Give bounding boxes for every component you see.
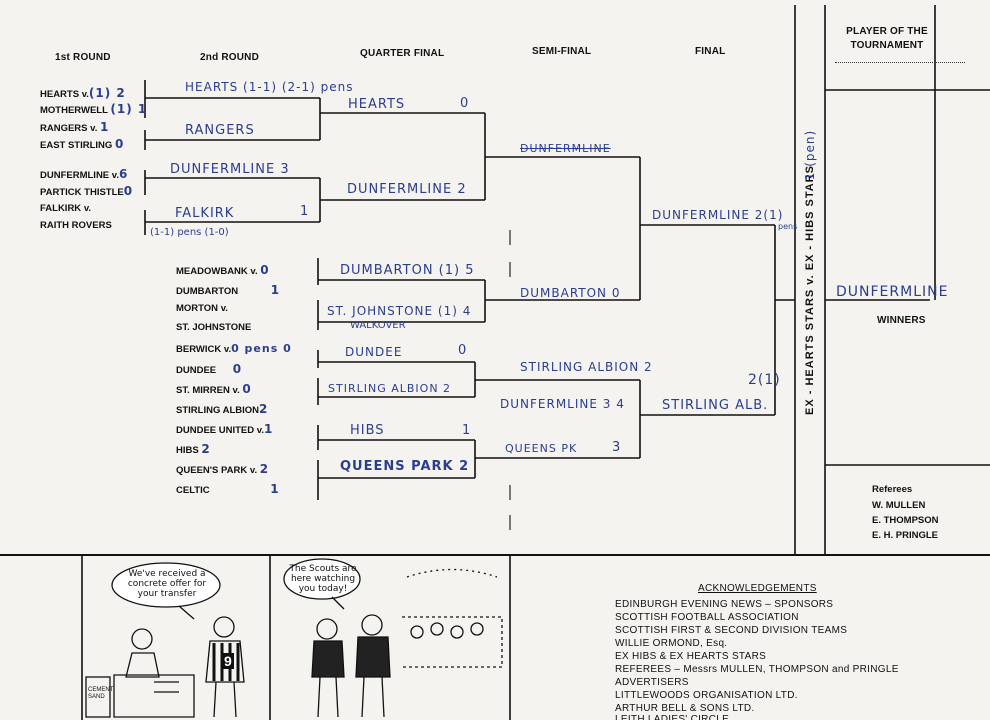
r2-team-8: STIRLING ALBION2 <box>176 402 269 416</box>
r2-winner-4-score: 1 <box>300 204 310 219</box>
final-1: DUNFERMLINE 2(1) <box>652 208 784 222</box>
r2-team-12: CELTIC 1 <box>176 482 280 496</box>
qf-2: DUNFERMLINE 2 <box>347 182 467 197</box>
ack-line-6: REFEREES – Messrs MULLEN, THOMPSON and P… <box>615 664 899 675</box>
r2-winner-4-note: (1-1) pens (1-0) <box>150 227 229 238</box>
r1-team-7: FALKIRK v. <box>40 203 92 214</box>
cement-bag-label: CEMENT SAND <box>88 687 114 700</box>
sf-4: DUNFERMLINE 3 4 <box>500 397 625 411</box>
referees-title: Referees <box>872 484 913 495</box>
sf-5-score: 3 <box>612 440 622 455</box>
ack-line-4: WILLIE ORMOND, Esq. <box>615 638 728 649</box>
r1-team-1: HEARTS v.(1) 2 <box>40 86 126 100</box>
qf-3: DUMBARTON (1) 5 <box>340 263 475 278</box>
qf-4-note: WALKOVER <box>350 320 406 331</box>
r1-team-8: RAITH ROVERS <box>40 220 112 231</box>
referee-3: E. H. PRINGLE <box>872 530 938 541</box>
cartoon-transfer: We've received a concrete offer for your… <box>84 557 269 720</box>
referee-1: W. MULLEN <box>872 500 926 511</box>
r2-team-11: QUEEN'S PARK v. 2 <box>176 462 270 476</box>
qf-4: ST. JOHNSTONE (1) 4 <box>327 304 472 318</box>
ack-line-5: EX HIBS & EX HEARTS STARS <box>615 651 767 662</box>
exhibition-score: 1 (pen) <box>803 129 817 181</box>
r2-winner-3: DUNFERMLINE 3 <box>170 162 290 177</box>
header-round1: 1st ROUND <box>55 52 111 63</box>
qf-6: STIRLING ALBION 2 <box>328 382 452 395</box>
ack-line-2: SCOTTISH FOOTBALL ASSOCIATION <box>615 612 799 623</box>
cartoon-scouts-bubble: The Scouts are here watching you today! <box>289 564 357 594</box>
sf-1: DUNFERMLINE <box>520 142 611 155</box>
final-1-note: pens <box>778 222 798 231</box>
qf-8: QUEENS PARK 2 <box>340 459 470 474</box>
r2-team-6: DUNDEE 0 <box>176 362 243 376</box>
r2-team-4: ST. JOHNSTONE <box>176 322 252 333</box>
sf-5: QUEENS PK <box>505 442 578 455</box>
r1-team-3: RANGERS v. 1 <box>40 120 110 134</box>
qf-5-score: 0 <box>458 343 468 358</box>
sf-2: DUMBARTON 0 <box>520 286 621 300</box>
header-round2: 2nd ROUND <box>200 52 260 63</box>
exhibition-text: EX - HEARTS STARS v. EX - HIBS STARS <box>804 165 816 415</box>
cartoon-transfer-bubble: We've received a concrete offer for your… <box>127 569 207 599</box>
r1-team-4: EAST STIRLING 0 <box>40 137 125 151</box>
r1-team-6: PARTICK THISTLE0 <box>40 184 134 198</box>
r1-team-2: MOTHERWELL (1) 1 <box>40 102 148 116</box>
ack-line-1: EDINBURGH EVENING NEWS – SPONSORS <box>615 599 834 610</box>
r2-team-9: DUNDEE UNITED v.1 <box>176 422 274 436</box>
ack-line-7: ADVERTISERS <box>615 677 689 688</box>
ack-line-8: LITTLEWOODS ORGANISATION LTD. <box>615 690 798 701</box>
tournament-winner: DUNFERMLINE <box>836 284 949 300</box>
qf-1-score: 0 <box>460 96 470 111</box>
qf-7-score: 1 <box>462 423 472 438</box>
r2-team-7: ST. MIRREN v. 0 <box>176 382 252 396</box>
qf-7: HIBS <box>350 423 385 438</box>
r2-winner-4: FALKIRK <box>175 206 235 221</box>
qf-1: HEARTS <box>348 97 406 112</box>
r2-team-1: MEADOWBANK v. 0 <box>176 263 270 277</box>
r2-team-10: HIBS 2 <box>176 442 211 456</box>
ack-line-10: LEITH LADIES' CIRCLE <box>615 714 730 720</box>
r2-winner-2: RANGERS <box>185 123 255 138</box>
header-semi-final: SEMI-FINAL <box>532 46 592 57</box>
final-2: STIRLING ALB. <box>662 398 769 413</box>
ack-line-3: SCOTTISH FIRST & SECOND DIVISION TEAMS <box>615 625 848 636</box>
r2-team-5: BERWICK v.0 pens 0 <box>176 342 292 355</box>
winners-label: WINNERS <box>877 315 926 326</box>
r1-team-5: DUNFERMLINE v.6 <box>40 167 129 181</box>
player-of-tournament-title: PLAYER OF THE TOURNAMENT <box>846 26 928 51</box>
sf-3: STIRLING ALBION 2 <box>520 360 653 374</box>
acknowledgements-title: ACKNOWLEDGEMENTS <box>698 583 817 594</box>
final-2-score: 2(1) <box>748 372 781 388</box>
header-final: FINAL <box>695 46 726 57</box>
ack-line-9: ARTHUR BELL & SONS LTD. <box>615 703 755 714</box>
r2-team-3: MORTON v. <box>176 303 228 314</box>
referee-2: E. THOMPSON <box>872 515 939 526</box>
header-quarter-final: QUARTER FINAL <box>360 48 445 59</box>
shirt-number: 9 <box>222 653 234 669</box>
cartoon-scouts-drawing <box>283 558 503 718</box>
player-dotted-line <box>835 62 965 63</box>
qf-5: DUNDEE <box>345 345 403 359</box>
r2-team-2: DUMBARTON 1 <box>176 283 281 297</box>
r2-winner-1: HEARTS (1-1) (2-1) pens <box>185 80 354 94</box>
cartoon-scouts: The Scouts are here watching you today! <box>272 557 508 720</box>
